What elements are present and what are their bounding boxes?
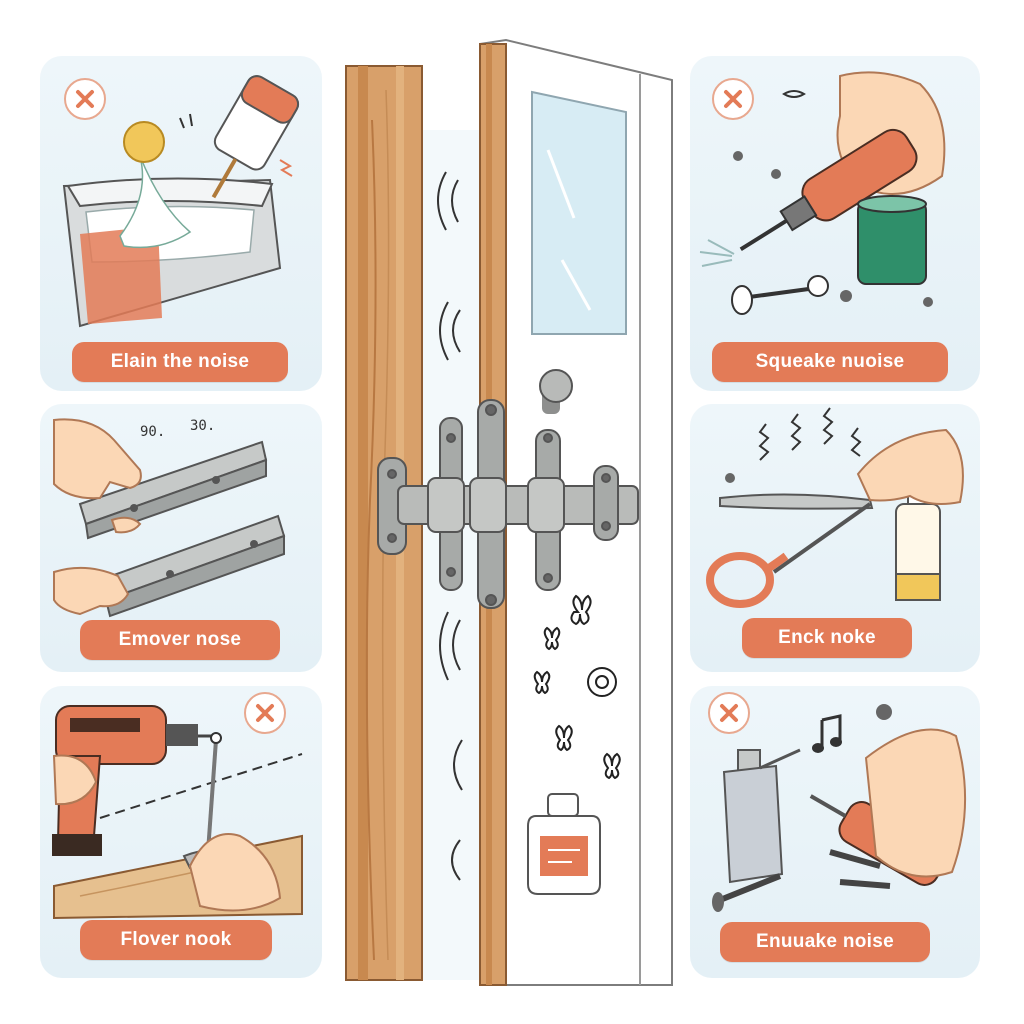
oil-bottle — [527, 793, 601, 895]
oil-gun-illustration — [699, 71, 946, 315]
door-knob — [539, 369, 573, 414]
panel-mid-right: Enck noke — [690, 404, 980, 672]
panel-mid-left: 90. 30. Emover nose — [40, 404, 322, 672]
oil-can-screws-illustration — [712, 704, 967, 912]
drill-illustration — [52, 705, 303, 920]
panel-bottom-right: Enuuake noise — [690, 686, 980, 978]
x-mark-icon — [64, 78, 106, 120]
scissors-spray-illustration — [706, 407, 964, 608]
label-enuuake-noise: Enuuake noise — [720, 922, 930, 962]
label-enck-noke: Enck noke — [742, 618, 912, 658]
panel-top-left: Elain the noise — [40, 56, 322, 391]
label-elain-the-noise: Elain the noise — [72, 342, 288, 382]
angle-annotation-2: 30. — [190, 418, 216, 434]
panel-bottom-left: Flover nook — [40, 686, 322, 978]
label-squeake-nuoise: Squeake nuoise — [712, 342, 948, 382]
label-flover-nook: Flover nook — [80, 920, 272, 960]
bug-icons — [533, 594, 621, 780]
door-hinges — [377, 399, 639, 609]
panel-top-right: Squeake nuoise — [690, 56, 980, 391]
x-mark-icon — [712, 78, 754, 120]
hinge-plates-illustration — [53, 418, 286, 618]
label-emover-nose: Emover nose — [80, 620, 280, 660]
grease-tub-illustration — [62, 75, 300, 328]
x-mark-icon — [708, 692, 750, 734]
squeak-waves — [437, 171, 463, 881]
x-mark-icon — [244, 692, 286, 734]
angle-annotation-1: 90. — [140, 424, 166, 440]
